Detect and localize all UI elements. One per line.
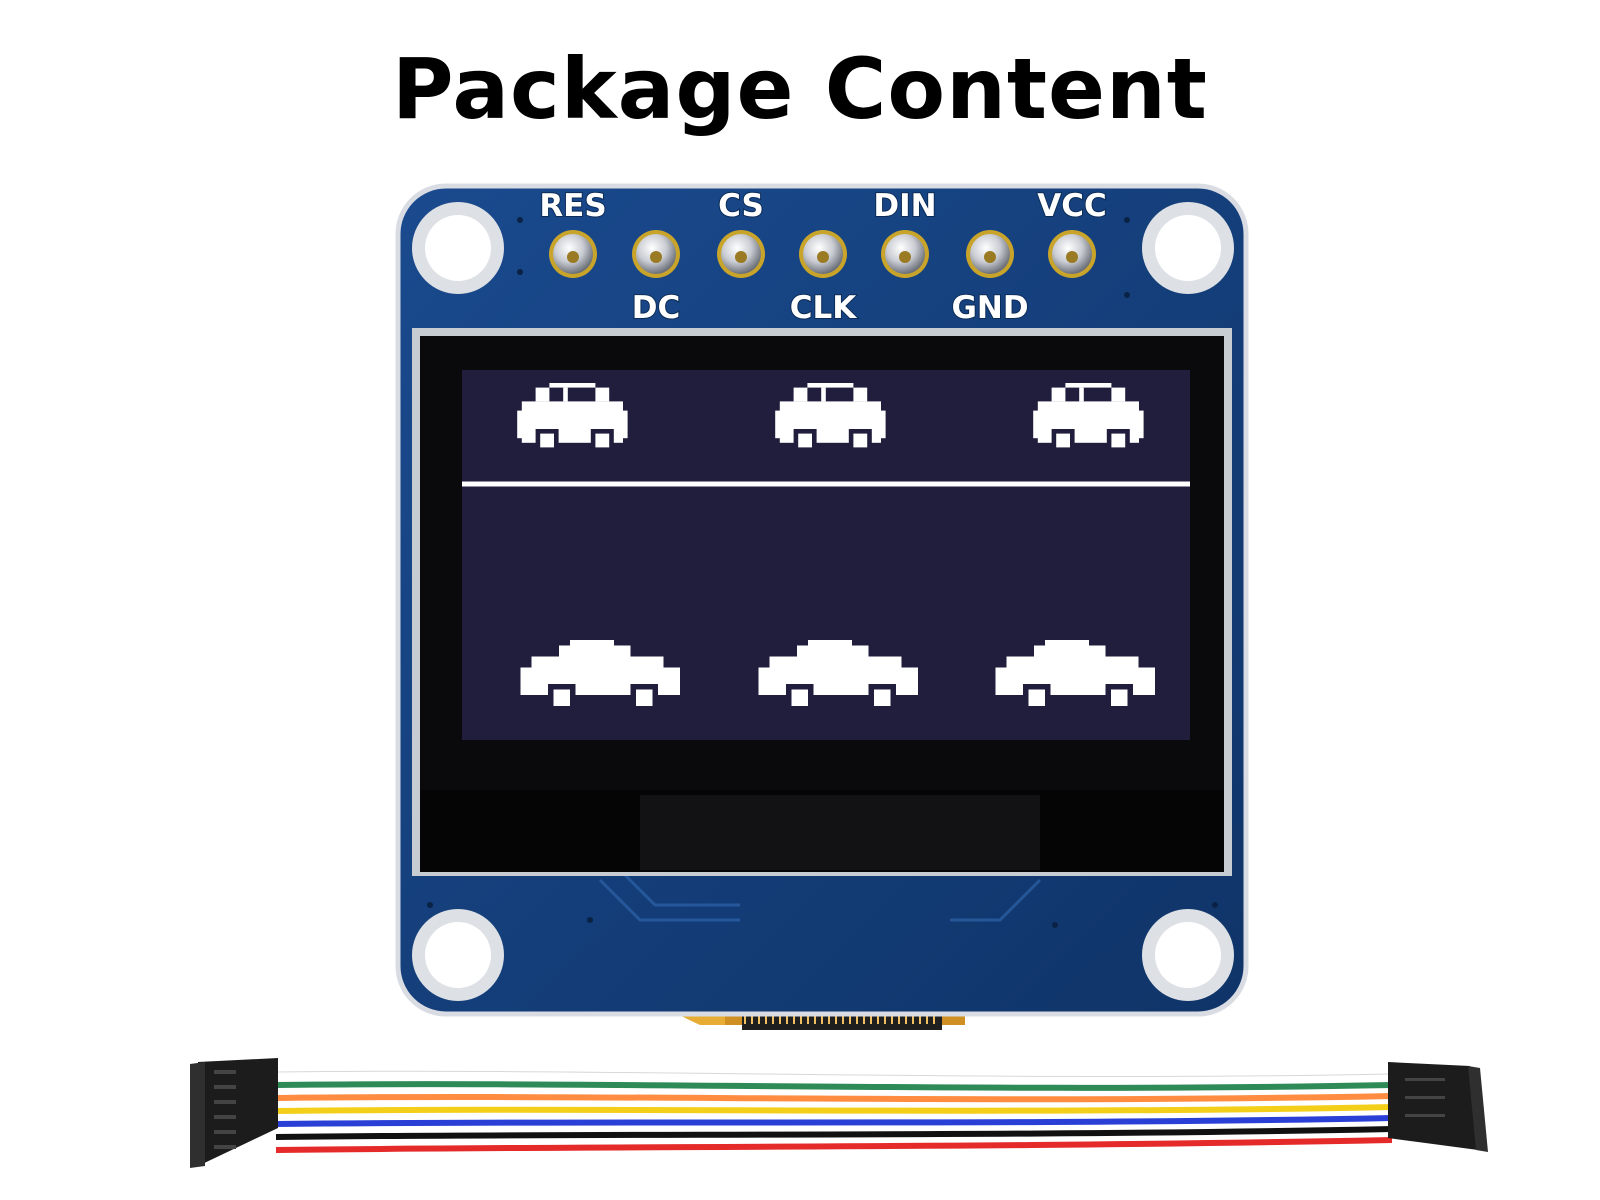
- package-content-title: Package Content: [392, 40, 1208, 138]
- pin-label-vcc: VCC: [1037, 188, 1107, 224]
- header-pin: [632, 230, 680, 278]
- pin-label-dc: DC: [632, 290, 680, 326]
- right-connector: [1388, 1062, 1488, 1152]
- jumper-wire: [275, 1115, 1393, 1127]
- left-connector: [190, 1058, 278, 1168]
- jumper-wire: [275, 1137, 1393, 1153]
- header-pin: [966, 230, 1014, 278]
- jumper-wire: [275, 1081, 1393, 1091]
- jumper-wire: [275, 1104, 1393, 1114]
- header-pins: [549, 230, 1096, 278]
- pin-label-din: DIN: [873, 188, 936, 224]
- car-icon: [758, 640, 918, 712]
- jumper-wire: [275, 1093, 1393, 1103]
- car-icon: [775, 383, 886, 452]
- oled-display: [412, 328, 1232, 876]
- pin-label-gnd: GND: [951, 290, 1028, 326]
- car-icon: [520, 640, 680, 712]
- pin-label-res: RES: [539, 188, 606, 224]
- jumper-wire-cable: [190, 1058, 1488, 1168]
- car-icon: [995, 640, 1155, 712]
- header-pin: [881, 230, 929, 278]
- header-pin: [549, 230, 597, 278]
- header-pin: [717, 230, 765, 278]
- header-pin: [1048, 230, 1096, 278]
- car-icon: [1033, 383, 1144, 452]
- jumper-wire: [275, 1126, 1393, 1140]
- car-icon: [517, 383, 628, 452]
- pin-label-clk: CLK: [790, 290, 858, 326]
- wires: [275, 1068, 1393, 1153]
- pin-label-cs: CS: [718, 188, 764, 224]
- screen-cars: [517, 383, 1155, 712]
- header-pin: [799, 230, 847, 278]
